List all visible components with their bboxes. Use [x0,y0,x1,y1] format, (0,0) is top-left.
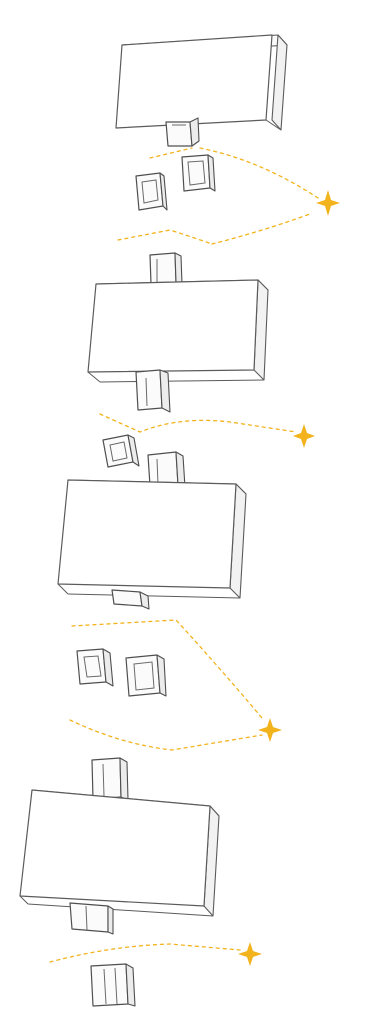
connector-2-bottom-front [136,370,162,410]
cube-1a [136,173,167,210]
flow-lines-2 [100,414,296,432]
block-2-edge-a [88,372,100,382]
block-4-front-face [20,790,210,906]
block-3-front-face [58,480,236,588]
connector-4-top [92,758,128,800]
flow-lines-4 [50,944,240,962]
block-3 [58,480,246,598]
connector-1 [166,118,199,146]
block-1-side-face [272,35,287,130]
flow-line-1b [200,148,318,198]
block-2-front-face [88,280,258,372]
cube-3b-front [126,655,160,696]
sparkle-icon [258,718,282,742]
block-2 [88,280,268,382]
cube-pair-2 [103,435,185,487]
sparkle-icon [293,424,315,448]
block-3-edge-b [68,594,240,598]
cube-pair-1 [136,155,215,210]
cube-2b-side [176,452,185,487]
sparkle-icon [238,942,262,966]
block-1 [116,35,287,130]
cube-4-side [126,964,135,1006]
connector-2-bottom [136,370,170,412]
cube-1b-front [182,155,210,191]
connector-3-bottom [112,590,149,609]
cube-3b [126,655,166,696]
flow-line-2a [100,414,296,432]
connector-2-top [150,253,182,284]
flow-line-3b [70,720,262,750]
connector-1-front [166,122,192,146]
cube-1a-front [136,173,163,210]
block-4-edge-b [28,904,213,916]
connector-1-side [190,118,199,146]
block-1-front-face [116,35,272,128]
connector-2-bottom-side [160,370,170,412]
block-4-edge-a [20,896,28,904]
cube-pair-3 [77,649,166,696]
cube-2b-front [148,452,178,486]
flow-line-1d [212,214,310,244]
cube-3a [77,649,113,686]
flow-lines-3 [70,620,262,750]
cube-1b [182,155,215,191]
cube-4 [91,964,135,1006]
flow-line-1c [118,230,212,244]
block-2-edge-b [100,380,264,382]
connector-3-bottom-front [112,590,142,606]
connector-4-bottom-front [70,903,108,932]
sparkle-icon [316,190,340,216]
connector-4-bottom [70,903,113,934]
connector-4-top-side [120,758,128,800]
block-3-edge-a [58,584,68,594]
cube-4-front [91,964,128,1006]
connector-4-top-front [92,758,121,799]
connector-4-bottom-side [108,906,113,934]
cube-2a [103,435,139,467]
block-4 [20,790,219,916]
connector-2-top-front [150,253,176,284]
connector-2-top-side [175,253,182,284]
cube-3a-front [77,649,106,684]
flow-line-4a [50,944,240,962]
